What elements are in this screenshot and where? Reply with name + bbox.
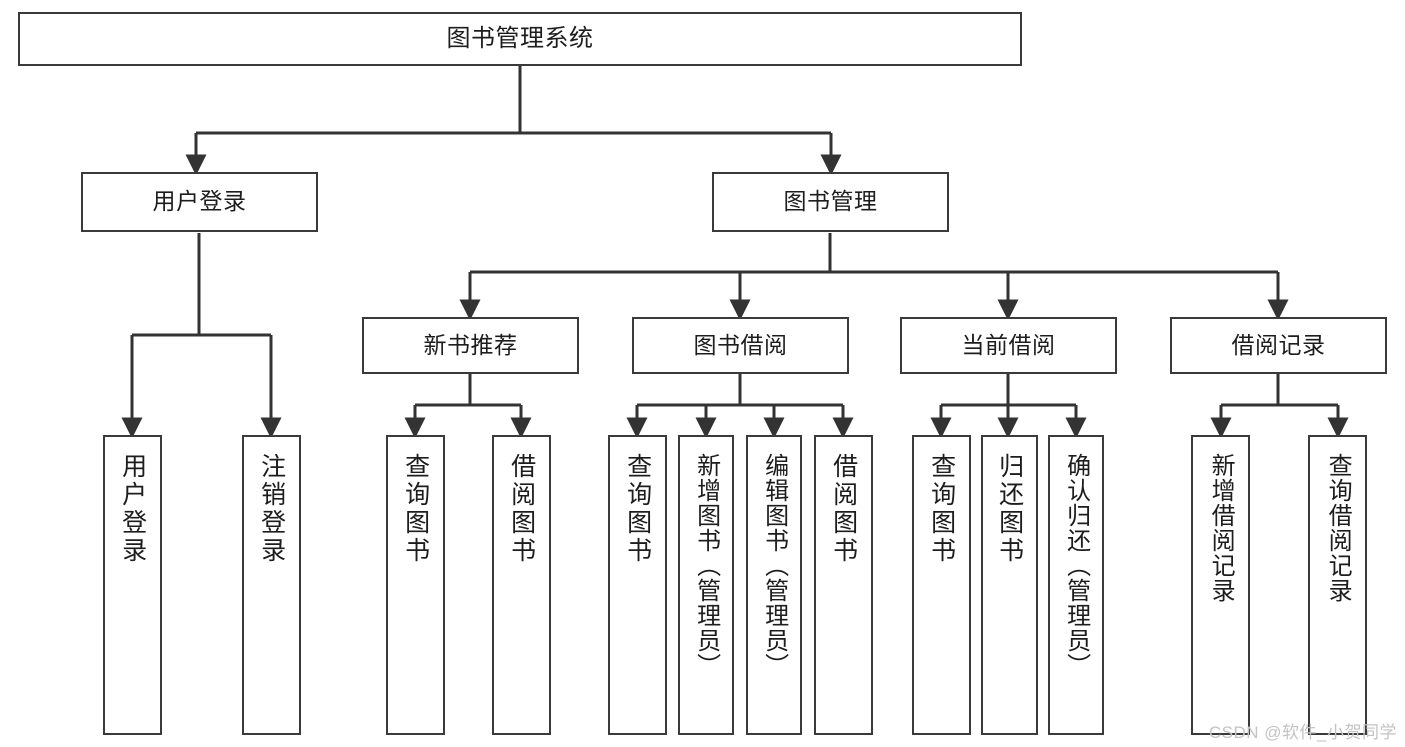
- leaf-borrow-book-2-label: 借阅图书: [829, 453, 858, 565]
- leaf-confirm-return[interactable]: 确认归还（管理员）: [1048, 435, 1104, 735]
- leaf-return-book-label: 归还图书: [995, 453, 1024, 565]
- leaf-borrow-book-1-label: 借阅图书: [507, 453, 536, 565]
- leaf-add-record[interactable]: 新增借阅记录: [1191, 435, 1250, 735]
- node-book-manage[interactable]: 图书管理: [712, 172, 949, 232]
- leaf-query-book-2[interactable]: 查询图书: [608, 435, 667, 735]
- leaf-edit-book-label: 编辑图书（管理员）: [760, 453, 788, 678]
- leaf-query-record[interactable]: 查询借阅记录: [1308, 435, 1367, 735]
- leaf-edit-book[interactable]: 编辑图书（管理员）: [746, 435, 802, 735]
- node-book-manage-label: 图书管理: [783, 188, 878, 215]
- node-new-book-recommend[interactable]: 新书推荐: [362, 317, 579, 374]
- node-book-borrow-label: 图书借阅: [693, 331, 788, 358]
- node-user-login-label: 用户登录: [152, 188, 247, 215]
- leaf-add-book-label: 新增图书（管理员）: [692, 453, 720, 678]
- leaf-query-book-3-label: 查询图书: [927, 453, 956, 565]
- leaf-borrow-book-2[interactable]: 借阅图书: [814, 435, 873, 735]
- node-current-borrow[interactable]: 当前借阅: [900, 317, 1117, 374]
- leaf-borrow-book-1[interactable]: 借阅图书: [492, 435, 551, 735]
- csdn-watermark: CSDN @软件_小贺同学: [1208, 723, 1397, 742]
- leaf-query-record-label: 查询借阅记录: [1324, 453, 1352, 603]
- leaf-user-login[interactable]: 用户登录: [103, 435, 162, 735]
- node-user-login[interactable]: 用户登录: [81, 172, 318, 232]
- node-borrow-record-label: 借阅记录: [1231, 331, 1326, 358]
- leaf-query-book-1[interactable]: 查询图书: [386, 435, 445, 735]
- leaf-return-book[interactable]: 归还图书: [981, 435, 1038, 735]
- leaf-logout-label: 注销登录: [257, 453, 286, 565]
- leaf-query-book-2-label: 查询图书: [623, 453, 652, 565]
- node-root[interactable]: 图书管理系统: [18, 12, 1022, 66]
- node-borrow-record[interactable]: 借阅记录: [1170, 317, 1387, 374]
- node-current-borrow-label: 当前借阅: [961, 331, 1056, 358]
- leaf-query-book-3[interactable]: 查询图书: [912, 435, 971, 735]
- node-root-label: 图书管理系统: [446, 24, 594, 52]
- leaf-confirm-return-label: 确认归还（管理员）: [1062, 453, 1090, 678]
- leaf-add-record-label: 新增借阅记录: [1207, 453, 1235, 603]
- leaf-query-book-1-label: 查询图书: [401, 453, 430, 565]
- leaf-add-book[interactable]: 新增图书（管理员）: [678, 435, 734, 735]
- node-new-book-recommend-label: 新书推荐: [423, 331, 518, 358]
- node-book-borrow[interactable]: 图书借阅: [632, 317, 849, 374]
- leaf-user-login-label: 用户登录: [118, 453, 147, 565]
- leaf-logout[interactable]: 注销登录: [242, 435, 301, 735]
